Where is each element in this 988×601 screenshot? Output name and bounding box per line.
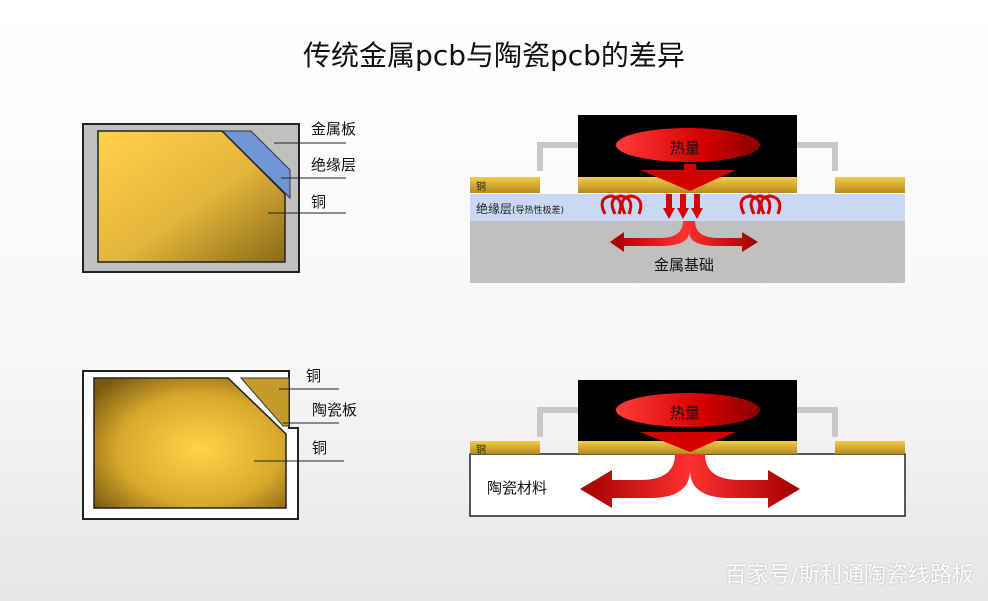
label-ceramic-plate: 陶瓷板 bbox=[312, 401, 358, 419]
copper-bottom bbox=[93, 377, 287, 509]
metal-pcb-section bbox=[82, 123, 346, 273]
metal-heat-flow bbox=[470, 115, 905, 283]
label-copper-top: 铜 bbox=[306, 367, 322, 385]
watermark: 百家号/斯利通陶瓷线路板 bbox=[724, 563, 974, 588]
heat-source bbox=[616, 128, 760, 162]
copper-top bbox=[239, 377, 290, 427]
label-metal-plate: 金属板 bbox=[311, 120, 357, 138]
ceramic-pcb-section bbox=[82, 370, 344, 520]
copper-layer bbox=[97, 130, 286, 263]
strip-copper-label: 铜 bbox=[476, 445, 486, 456]
strip-copper-label: 铜 bbox=[476, 182, 486, 193]
insulation-band bbox=[470, 194, 905, 221]
page-title: 传统金属pcb与陶瓷pcb的差异 bbox=[303, 39, 685, 72]
label-copper-bottom: 铜 bbox=[312, 439, 328, 457]
metal-base-label: 金属基础 bbox=[654, 256, 715, 274]
label-copper: 铜 bbox=[311, 193, 327, 211]
heat-source bbox=[616, 393, 760, 427]
ceramic-heat-flow bbox=[469, 380, 906, 517]
heat-label: 热量 bbox=[670, 404, 701, 422]
heat-label: 热量 bbox=[670, 139, 701, 157]
ceramic-material-label: 陶瓷材料 bbox=[487, 479, 548, 497]
ceramic-base bbox=[469, 453, 906, 517]
insulation-label: 绝缘层(导热性极差) bbox=[476, 202, 565, 216]
label-insulation: 绝缘层 bbox=[311, 156, 357, 174]
